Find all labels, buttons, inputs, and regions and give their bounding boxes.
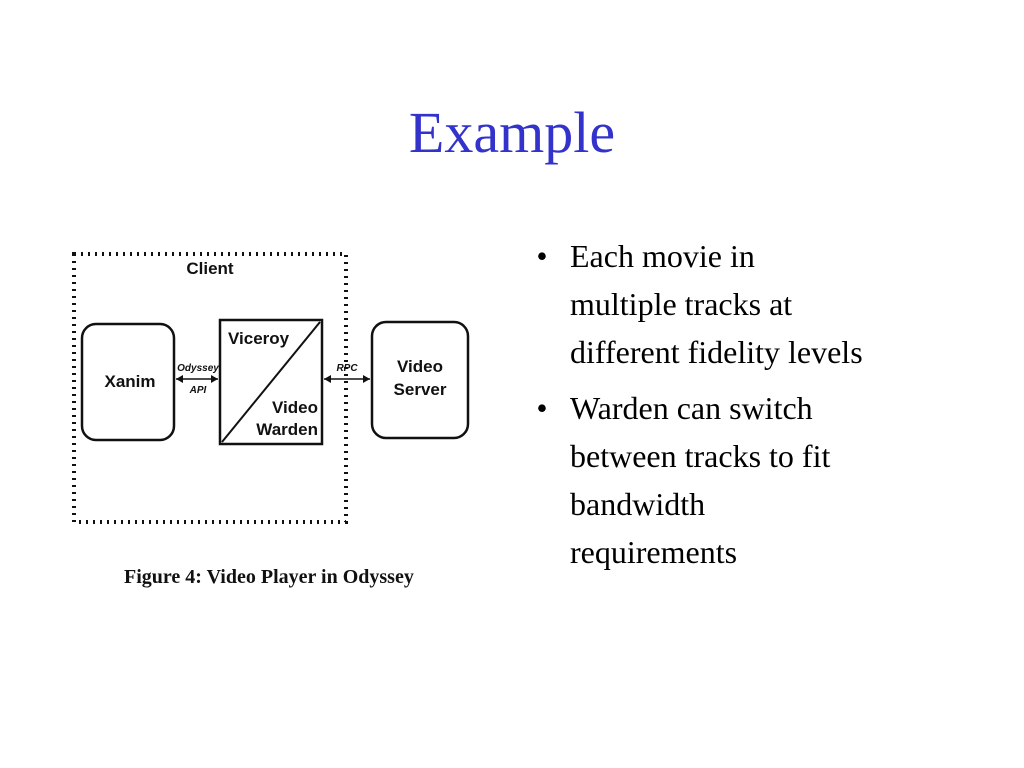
rpc-left-arrowhead [324, 375, 331, 383]
bullet-line: Each movie in [570, 238, 755, 274]
bullet-line: between tracks to fit [570, 438, 831, 474]
bullet-marker: • [536, 238, 548, 274]
bullet-line: different fidelity levels [570, 334, 863, 370]
bullet-line: Warden can switch [570, 390, 813, 426]
bullet-item-each-movie: • Each movie in multiple tracks at diffe… [530, 232, 1000, 376]
video-warden-warden-label: Warden [256, 420, 318, 439]
bullet-item-warden-switch: • Warden can switch between tracks to fi… [530, 384, 1000, 576]
slide-title: Example [408, 100, 616, 165]
odyssey-api-api-label: API [189, 385, 207, 396]
viceroy-label: Viceroy [228, 329, 290, 348]
video-server-box [370, 320, 470, 440]
client-label: Client [186, 259, 234, 278]
odyssey-api-right-arrowhead [211, 375, 218, 383]
viceroy-warden-box [218, 318, 324, 446]
video-server-server-label: Server [394, 380, 447, 399]
xanim-box [80, 322, 176, 442]
figure-caption: Figure 4: Video Player in Odyssey [124, 566, 414, 588]
bullet-line: requirements [570, 534, 738, 570]
video-player-figure: Client Xanim Viceroy Video Warden Video … [62, 242, 482, 602]
odyssey-diagram: Client Xanim Viceroy Video Warden Video … [72, 252, 470, 588]
xanim-label: Xanim [104, 372, 155, 391]
video-warden-video-label: Video [272, 398, 318, 417]
video-server-video-label: Video [397, 357, 443, 376]
rpc-right-arrowhead [363, 375, 370, 383]
bullet-list: • Each movie in multiple tracks at diffe… [530, 232, 1000, 584]
odyssey-api-odyssey-label: Odyssey [177, 363, 219, 374]
bullet-marker: • [536, 390, 548, 426]
viceroy-warden-divider [221, 321, 321, 443]
odyssey-api-left-arrowhead [176, 375, 183, 383]
rpc-label: RPC [336, 363, 358, 374]
client-boundary [72, 252, 348, 524]
bullet-line: bandwidth [570, 486, 706, 522]
bullet-line: multiple tracks at [570, 286, 793, 322]
